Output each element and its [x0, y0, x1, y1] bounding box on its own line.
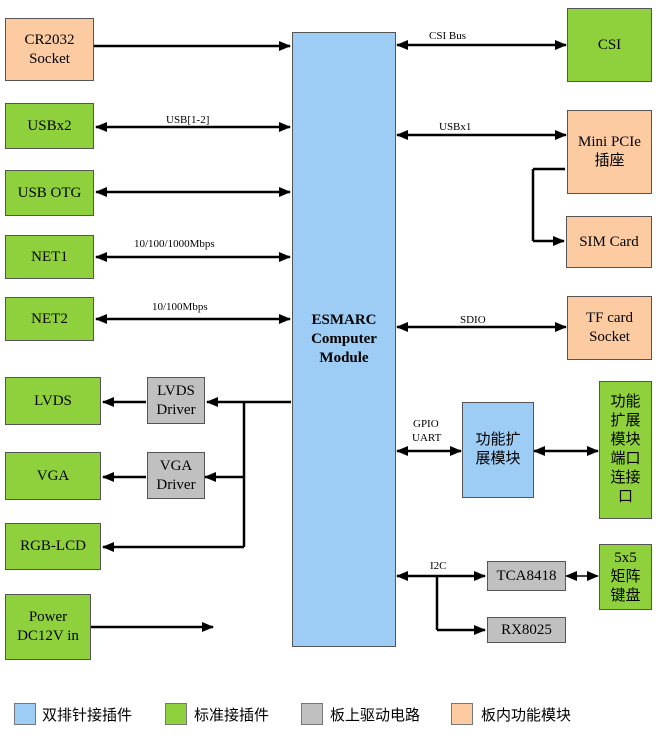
usb-otg-block: USB OTG	[5, 170, 94, 216]
function-expansion-port-block: 功能 扩展 模块 端口 连接 口	[599, 381, 652, 519]
mini-pcie-socket-block: Mini PCIe 插座	[567, 110, 652, 194]
legend-swatch-standard	[165, 703, 187, 725]
lvds-block: LVDS	[5, 377, 101, 425]
cr2032-socket-block: CR2032 Socket	[5, 18, 94, 81]
legend-swatch-onboard	[451, 703, 473, 725]
keypad-5x5-block: 5x5 矩阵 键盘	[599, 544, 652, 610]
function-expansion-module-block: 功能扩 展模块	[462, 402, 534, 498]
usbx2-block: USBx2	[5, 103, 94, 149]
csi-bus-label: CSI Bus	[429, 30, 466, 42]
rx8025-block: RX8025	[487, 617, 566, 643]
sdio-bus-label: SDIO	[460, 314, 486, 326]
legend-swatch-dual-row	[14, 703, 36, 725]
i2c-bus-label: I2C	[430, 560, 447, 572]
power-dc12v-block: Power DC12V in	[5, 594, 91, 660]
legend-label-dual-row: 双排针接插件	[42, 706, 133, 724]
gpio-bus-label: GPIO	[413, 418, 439, 430]
tf-card-socket-block: TF card Socket	[567, 296, 652, 360]
rgb-lcd-block: RGB-LCD	[5, 523, 101, 570]
net2-block: NET2	[5, 297, 94, 341]
lvds-driver-block: LVDS Driver	[147, 377, 205, 424]
net2-speed-label: 10/100Mbps	[152, 301, 208, 313]
net1-block: NET1	[5, 235, 94, 279]
sim-card-block: SIM Card	[566, 216, 652, 268]
legend-label-onboard: 板内功能模块	[481, 706, 572, 724]
usb12-bus-label: USB[1-2]	[166, 114, 210, 126]
legend-label-standard: 标准接插件	[194, 706, 270, 724]
usbx1-bus-label: USBx1	[439, 121, 472, 133]
uart-bus-label: UART	[412, 432, 442, 444]
net1-speed-label: 10/100/1000Mbps	[134, 238, 215, 250]
vga-block: VGA	[5, 452, 101, 500]
legend-label-driver: 板上驱动电路	[330, 706, 421, 724]
tca8418-block: TCA8418	[487, 561, 566, 591]
vga-driver-block: VGA Driver	[147, 452, 205, 499]
esmarc-core-module: ESMARC Computer Module	[292, 32, 396, 647]
csi-block: CSI	[567, 8, 652, 82]
legend-swatch-driver	[301, 703, 323, 725]
